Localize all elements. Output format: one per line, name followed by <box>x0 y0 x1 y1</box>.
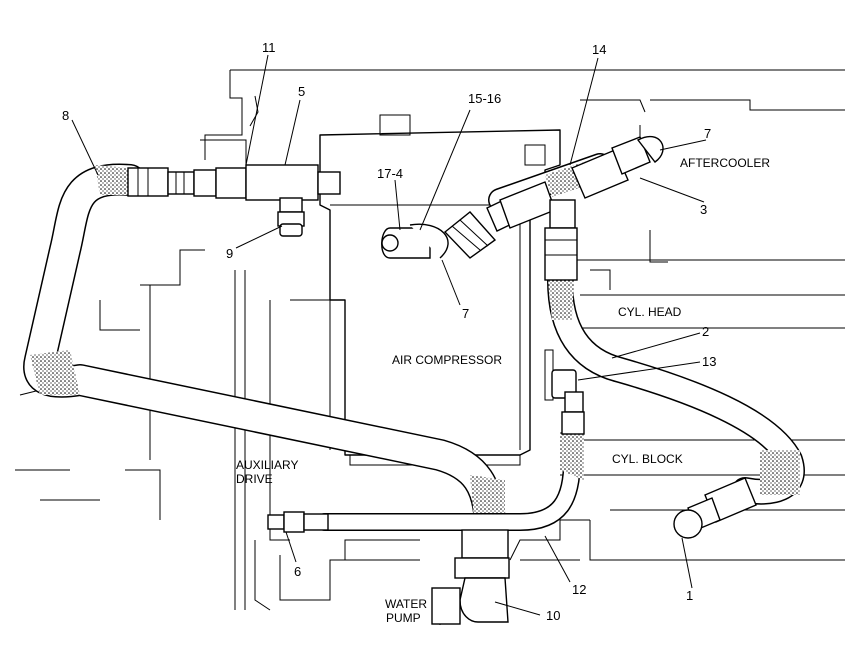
elbow-10-water-pump <box>431 529 510 625</box>
callout-10: 10 <box>546 608 560 623</box>
elbow-7-mid <box>443 211 497 259</box>
hose-8 <box>23 163 506 546</box>
drive-label: DRIVE <box>236 472 273 486</box>
callout-2: 2 <box>702 324 709 339</box>
air-compressor-body <box>319 114 561 466</box>
water-label: WATER <box>385 597 427 611</box>
leader-lines <box>71 54 707 616</box>
callout-11: 11 <box>262 40 276 55</box>
hose-8-end-fittings <box>127 167 247 199</box>
cyl-block-label: CYL. BLOCK <box>612 452 683 466</box>
callout-8: 8 <box>62 108 69 123</box>
elbow-13 <box>551 369 585 435</box>
callout-7-mid: 7 <box>462 306 469 321</box>
auxiliary-label: AUXILIARY <box>236 458 298 472</box>
aftercooler-label: AFTERCOOLER <box>680 156 770 170</box>
callout-12: 12 <box>572 582 586 597</box>
connector-6 <box>267 511 329 533</box>
engine-outline <box>15 69 845 625</box>
hose-14-fittings <box>486 135 664 232</box>
callout-3: 3 <box>700 202 707 217</box>
callout-7-top: 7 <box>704 126 711 141</box>
callout-13: 13 <box>702 354 716 369</box>
tee-fitting-5 <box>200 139 341 213</box>
hose-12 <box>316 421 584 531</box>
connector-1 <box>673 477 757 539</box>
port-17-4 <box>381 223 449 259</box>
callout-6: 6 <box>294 564 301 579</box>
cyl-head-label: CYL. HEAD <box>618 305 682 319</box>
pump-label: PUMP <box>386 611 421 625</box>
air-compressor-label: AIR COMPRESSOR <box>392 353 502 367</box>
callout-1: 1 <box>686 588 693 603</box>
callout-5: 5 <box>298 84 305 99</box>
callout-14: 14 <box>592 42 606 57</box>
plug-9 <box>277 211 305 237</box>
hose-2 <box>547 267 805 505</box>
callout-17-4: 17-4 <box>377 166 403 181</box>
callout-9: 9 <box>226 246 233 261</box>
tee-fitting-hose-2 <box>544 199 578 281</box>
callout-15-16: 15-16 <box>468 91 501 106</box>
